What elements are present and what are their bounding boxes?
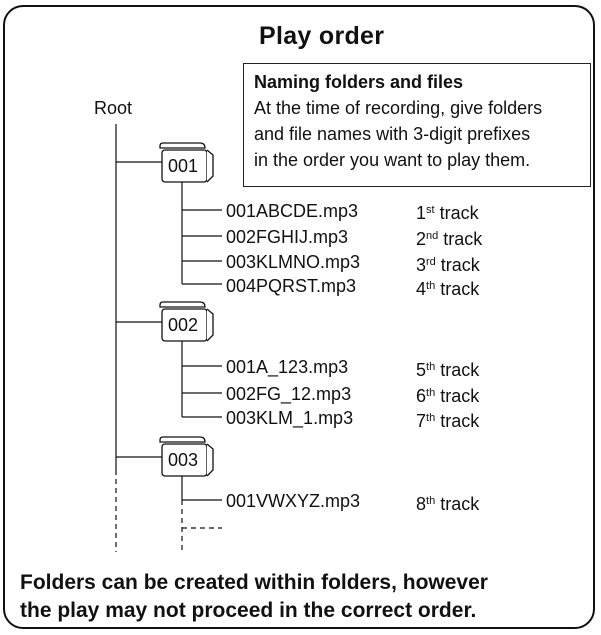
footer-line: Folders can be created within folders, h… <box>20 571 488 594</box>
footer-line: the play may not proceed in the correct … <box>20 599 477 622</box>
note-line: in the order you want to play them. <box>254 150 531 170</box>
track-order: 5th track <box>416 360 480 380</box>
track-order: 6th track <box>416 386 480 406</box>
file-name: 001ABCDE.mp3 <box>226 201 359 221</box>
file-name: 003KLM_1.mp3 <box>226 408 354 428</box>
folder-label-002: 002 <box>168 315 199 335</box>
file-name: 002FGHIJ.mp3 <box>226 227 349 247</box>
file-name: 004PQRST.mp3 <box>226 276 357 296</box>
folder-label-003: 003 <box>168 450 199 470</box>
folder-icon <box>159 142 214 183</box>
note-line: At the time of recording, give folders <box>254 98 543 118</box>
folder-icon <box>159 436 214 477</box>
folder-icon <box>159 301 214 342</box>
track-order: 8th track <box>416 494 480 514</box>
track-order: 4th track <box>416 279 480 299</box>
file-name: 001VWXYZ.mp3 <box>226 491 361 511</box>
file-name: 001A_123.mp3 <box>226 357 349 377</box>
track-order: 1st track <box>416 203 479 223</box>
note-line: and file names with 3-digit prefixes <box>254 124 531 144</box>
track-order: 3rd track <box>416 255 480 275</box>
diagram-title: Play order <box>259 22 385 50</box>
naming-note-box: Naming folders and files At the time of … <box>243 63 591 187</box>
folder-label-001: 001 <box>168 156 199 176</box>
note-heading: Naming folders and files <box>254 72 464 92</box>
track-order: 2nd track <box>416 229 483 249</box>
file-name: 002FG_12.mp3 <box>226 384 352 404</box>
file-name: 003KLMNO.mp3 <box>226 252 361 272</box>
root-label: Root <box>94 98 133 118</box>
footer-warning: Folders can be created within folders, h… <box>20 569 488 625</box>
diagram-frame <box>3 5 595 629</box>
track-order: 7th track <box>416 411 480 431</box>
